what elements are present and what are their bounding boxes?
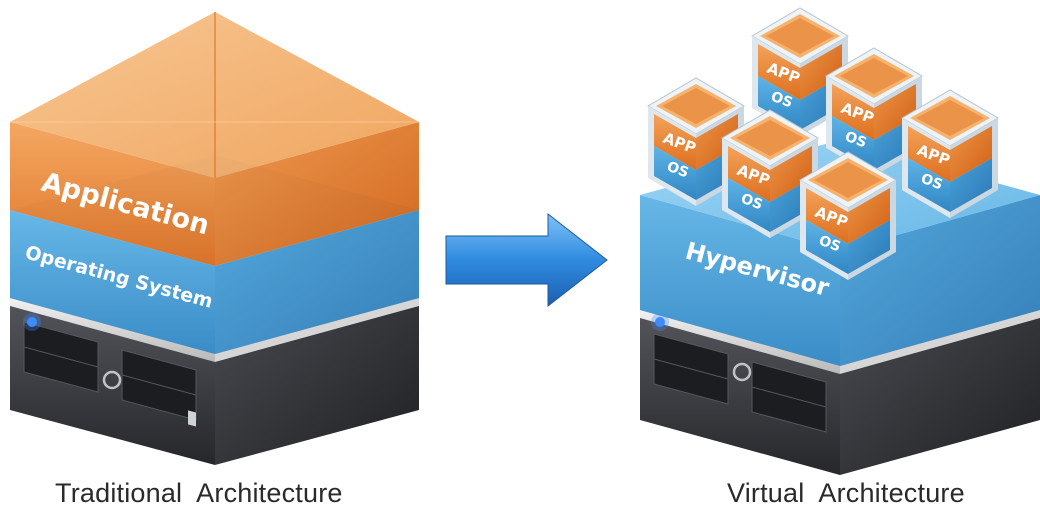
server-right [640, 310, 1040, 475]
virtual-stack: Hypervisor APP OS APP OS APP OS APP OS A… [640, 7, 1040, 475]
vm-os-label: OS [817, 233, 843, 256]
vm-box: APP OS [901, 89, 999, 219]
application-layer [10, 12, 419, 266]
vm-os-label: OS [769, 89, 795, 112]
vm-os-label: OS [665, 159, 691, 182]
vm-box: APP OS [647, 77, 745, 207]
transition-arrow [445, 212, 608, 308]
vm-os-label: OS [739, 191, 765, 214]
vm-box: APP OS [799, 151, 897, 281]
virtual-caption: Virtual Architecture [727, 478, 965, 508]
vm-box: APP OS [825, 47, 923, 177]
traditional-stack: Application Operating System [10, 12, 419, 465]
server-left [10, 298, 419, 465]
vm-os-label: OS [843, 129, 869, 152]
vm-box: APP OS [751, 7, 849, 137]
vm-os-label: OS [919, 171, 945, 194]
traditional-caption: Traditional Architecture [55, 478, 343, 508]
vm-box: APP OS [721, 109, 819, 239]
